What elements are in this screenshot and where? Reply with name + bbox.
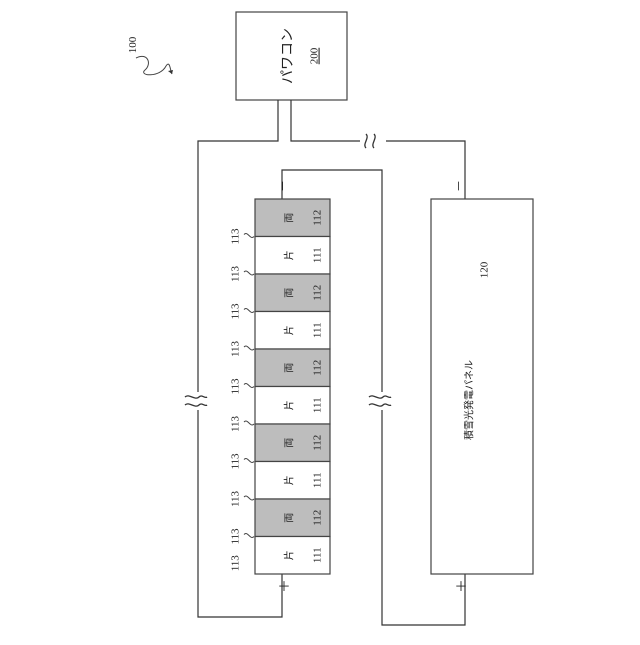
gap-ref-label: 113 <box>230 555 242 572</box>
cell-ref-label: 111 <box>312 472 324 488</box>
gap-ref-label: 113 <box>230 228 242 245</box>
cell-type-label: 片 <box>282 550 295 560</box>
gap-ref-label: 113 <box>230 265 242 282</box>
cell-ref-label: 112 <box>312 210 324 226</box>
cell-ref-label: 111 <box>312 247 324 263</box>
cell-type-label: 両 <box>284 213 295 223</box>
gap-ref-leader <box>244 234 254 238</box>
pv-panel-ref: 120 <box>479 261 491 278</box>
gap-ref-leader <box>244 421 254 425</box>
panel-plus-terminal: ＋ <box>454 579 467 594</box>
cell-type-label: 両 <box>284 288 295 298</box>
cell-type-label: 片 <box>282 475 295 485</box>
wire-break-top <box>360 134 386 148</box>
cell-type-label: 片 <box>282 250 295 260</box>
pv-panel-box <box>431 199 533 574</box>
cell-type-label: 両 <box>284 513 295 523</box>
cell-ref-label: 111 <box>312 547 324 563</box>
wire-break-middle <box>369 392 391 410</box>
cell-type-label: 片 <box>282 325 295 335</box>
cell-type-label: 両 <box>284 363 295 373</box>
gap-ref-leader <box>244 346 254 350</box>
cell-type-label: 片 <box>282 400 295 410</box>
gap-ref-leader <box>244 384 254 388</box>
panel-minus-terminal: － <box>452 180 466 192</box>
gap-ref-leader <box>244 309 254 313</box>
cells-minus-terminal: － <box>276 180 290 192</box>
cell-ref-label: 112 <box>312 360 324 376</box>
wire-pcs-right <box>291 100 465 199</box>
gap-ref-label: 113 <box>230 340 242 357</box>
gap-ref-leader <box>244 496 254 500</box>
gap-ref-label: 113 <box>230 528 242 545</box>
gap-ref-label: 113 <box>230 453 242 470</box>
power-conditioner-ref: 200 <box>309 47 321 64</box>
gap-ref-label: 113 <box>230 378 242 395</box>
cell-ref-label: 111 <box>312 322 324 338</box>
cell-type-label: 両 <box>284 438 295 448</box>
cell-ref-label: 111 <box>312 397 324 413</box>
gap-ref-leader <box>244 534 254 538</box>
cell-ref-label: 112 <box>312 285 324 301</box>
gap-ref-label: 113 <box>230 490 242 507</box>
wire-break-left <box>185 392 207 410</box>
power-conditioner-label: パワコン <box>280 28 296 84</box>
cells-plus-terminal: ＋ <box>277 579 290 594</box>
gap-ref-leader <box>244 271 254 275</box>
gap-ref-leader <box>244 459 254 463</box>
ref-100-label: 100 <box>127 36 139 53</box>
cell-ref-label: 112 <box>312 510 324 526</box>
gap-ref-label: 113 <box>230 415 242 432</box>
ref-100-leader <box>136 56 172 74</box>
cell-ref-label: 112 <box>312 435 324 451</box>
gap-ref-label: 113 <box>230 303 242 320</box>
pv-panel-label: 積雪光発電パネル <box>462 360 475 440</box>
cell-string: 両 112 片 111 両 112 片 111 両 112 片 111 両 112 片 111 両 112 片 111… <box>230 199 330 574</box>
